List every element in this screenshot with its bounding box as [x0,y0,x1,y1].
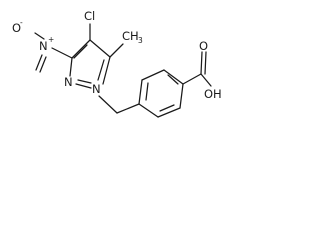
nitro-nitrogen-label: N [39,39,48,53]
bond-ar-5 [157,107,181,118]
bond-c3-nitro [51,47,73,59]
hydroxyl-label: OH [204,87,222,101]
chlorine-label: Cl [84,9,95,23]
bond-ar-inner-3 [159,104,175,112]
methyl-subscript: 3 [138,36,143,45]
bond-ar-1 [138,79,143,105]
bond-n1-c5 [102,56,111,85]
bond-c5-methyl [109,43,124,58]
bond-ar-6 [138,103,159,118]
carbonyl-oxygen-label: O [199,39,208,53]
bond-carboxyl-o [200,51,203,75]
bond-c4-c5 [89,39,111,58]
bond-ar-inner-1 [145,82,149,101]
bond-c4-c3 [71,39,91,59]
bond-nitro-o-minus [34,32,45,40]
methyl-label: CH [122,29,139,43]
bond-ch2-ring [116,103,140,114]
ring-n2-label: N [64,75,73,89]
bond-c3-n2 [69,57,73,77]
nitro-oxygen-charge: - [20,18,23,27]
bond-n2-n1-double [77,79,92,84]
bond-nitro-o-double-2 [39,56,47,73]
bond-carboxyl-o-double [204,51,207,75]
chemical-structure-diagram: Cl CH 3 O - N + N N O OH [12,9,222,118]
bond-ar-2 [141,69,165,81]
nitro-oxygen-label: O [12,21,21,35]
bond-n1-ch2 [98,95,118,114]
bond-ar-inner-2 [167,74,179,85]
ring-n1-label: N [92,82,101,96]
nitro-nitrogen-charge: + [48,35,54,44]
bond-n2-n1 [75,83,92,89]
bond-nitro-o-double [35,54,43,71]
bond-ring-carboxyl [182,73,202,85]
bond-ar-3 [163,69,184,85]
bond-ar-4 [179,83,184,109]
bond-c4-c3-double [73,44,88,59]
structure-canvas: Cl CH 3 O - N + N N O OH [0,0,246,148]
bond-n1-c5-double [97,59,105,81]
bond-carboxyl-oh [200,73,212,87]
